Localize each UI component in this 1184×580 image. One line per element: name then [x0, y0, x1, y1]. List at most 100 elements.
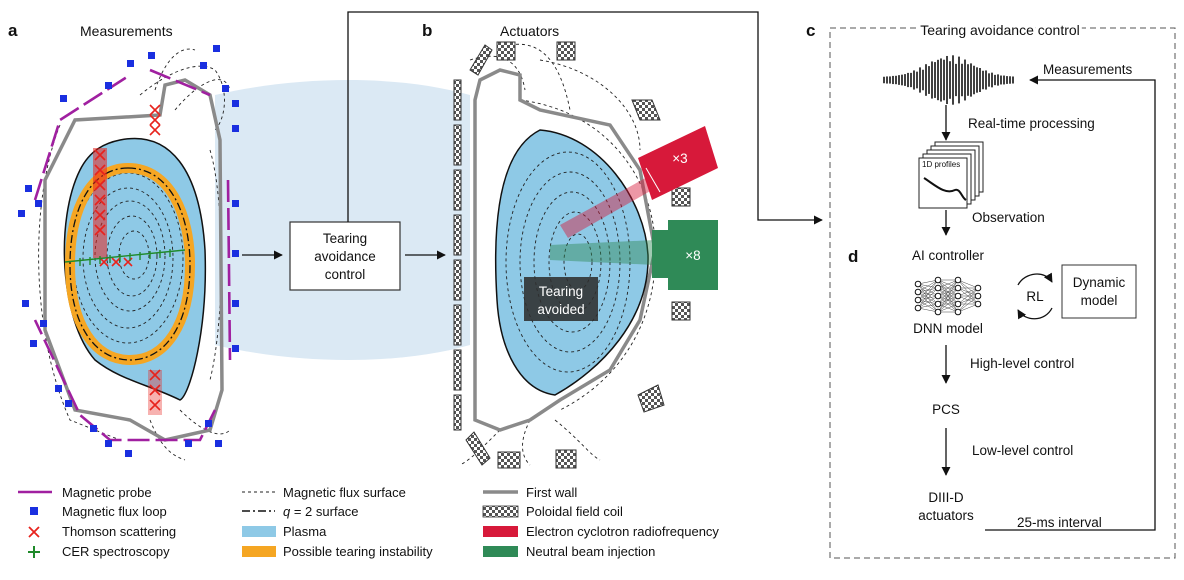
nn-node — [934, 300, 942, 308]
legend-plasma: Plasma — [283, 524, 327, 539]
panel-b-coil-stack — [453, 79, 462, 431]
nn-edge — [937, 279, 959, 305]
nn-edge — [957, 287, 979, 313]
middle-box-line1: Tearing — [323, 231, 367, 246]
middle-control-box — [289, 221, 401, 291]
nn-node — [974, 300, 982, 308]
legend-coil-swatch — [482, 505, 519, 518]
nn-edge — [917, 303, 939, 309]
nn-edge — [937, 287, 959, 313]
nn-edge — [937, 295, 959, 313]
nn-edge — [917, 279, 939, 285]
legend-wall: First wall — [526, 485, 577, 500]
panel-a-title: Measurements — [80, 23, 173, 39]
panel-d-letter: d — [848, 247, 858, 266]
panel-a-letter: a — [8, 21, 18, 40]
legend-fluxloop: Magnetic flux loop — [62, 504, 167, 519]
nn-node — [914, 296, 922, 304]
legend-ecrf: Electron cyclotron radiofrequency — [526, 524, 719, 539]
dynamic-model-box — [1061, 264, 1137, 319]
nn-node — [934, 284, 942, 292]
arrow-to-panel-c — [347, 11, 823, 225]
nn-node — [974, 292, 982, 300]
ai-controller-label: AI controller — [912, 248, 985, 263]
nbi-count: ×8 — [685, 248, 700, 263]
panel-b-letter: b — [422, 21, 432, 40]
nn-edge — [917, 287, 939, 309]
legend-ecrf-swatch — [483, 526, 518, 537]
realtime-label: Real-time processing — [968, 116, 1095, 131]
legend-coil: Poloidal field coil — [526, 504, 623, 519]
legend-nbi-swatch — [483, 546, 518, 557]
panel-a-cer — [64, 249, 186, 266]
panel-a-flux-loops — [18, 45, 239, 457]
nn-node — [934, 292, 942, 300]
panel-c-title: Tearing avoidance control — [920, 22, 1080, 38]
nn-edge — [917, 279, 939, 293]
legend-flux-surface: Magnetic flux surface — [283, 485, 406, 500]
ecrf-count: ×3 — [672, 151, 687, 166]
nn-edge — [937, 303, 959, 313]
measurement-waveform — [883, 55, 1014, 105]
panel-c-letter: c — [806, 21, 815, 40]
low-level-label: Low-level control — [972, 443, 1073, 458]
profiles-label: 1D profiles — [922, 160, 960, 169]
feedback-loop — [985, 79, 1156, 531]
panel-b-ecrf-beam — [560, 170, 666, 238]
nn-edge — [917, 307, 939, 313]
middle-box-line3: control — [325, 267, 366, 282]
nn-node — [954, 308, 962, 316]
panel-a-first-wall — [43, 78, 224, 442]
panel-b-flux-inner — [505, 151, 631, 373]
legend: Magnetic probe Magnetic flux loop Thomso… — [18, 485, 719, 559]
panel-a: a Measurements — [8, 21, 239, 461]
panel-c: c Tearing avoidance control Measurements… — [806, 19, 1176, 559]
legend-q2: q = 2 surface — [283, 504, 359, 519]
nn-node — [914, 280, 922, 288]
profile-stack: 1D profiles — [918, 141, 984, 209]
dynamic-model-line1: Dynamic — [1073, 275, 1126, 290]
nn-edge — [937, 279, 959, 289]
legend-tearing-swatch — [242, 546, 276, 557]
neural-network-icon — [914, 276, 982, 316]
legend-thomson-swatch — [28, 526, 40, 538]
nn-edge — [957, 295, 979, 313]
nn-node — [914, 304, 922, 312]
pcs-label: PCS — [932, 402, 960, 417]
high-level-label: High-level control — [970, 356, 1074, 371]
nn-edge — [957, 287, 979, 305]
rl-label: RL — [1026, 289, 1044, 304]
dynamic-model-line2: model — [1081, 293, 1118, 308]
legend-probe: Magnetic probe — [62, 485, 152, 500]
actuators-line2: actuators — [918, 508, 974, 523]
panel-b-pf-coils — [465, 41, 691, 469]
panel-b-plasma — [494, 129, 649, 396]
rl-arrow-bottom — [1017, 307, 1053, 320]
nn-node — [954, 276, 962, 284]
nn-edge — [957, 287, 979, 297]
observation-label: Observation — [972, 210, 1045, 225]
nn-node — [974, 284, 982, 292]
panel-a-thomson — [93, 104, 162, 415]
panel-b-nbi-beam — [550, 240, 655, 265]
panel-b-title: Actuators — [500, 23, 559, 39]
nn-edge — [957, 279, 979, 289]
nn-edge — [957, 303, 979, 313]
tearing-avoided-line2: avoided — [537, 302, 584, 317]
legend-fluxloop-swatch — [30, 507, 38, 515]
legend-nbi: Neutral beam injection — [526, 544, 655, 559]
nn-edge — [917, 279, 939, 309]
ecrf-launcher — [638, 126, 718, 200]
nn-node — [934, 308, 942, 316]
nn-node — [954, 284, 962, 292]
interval-label: 25-ms interval — [1017, 515, 1102, 530]
nn-edge — [937, 279, 959, 297]
panel-a-magnetic-probe — [33, 68, 232, 442]
nbi-box — [668, 220, 718, 290]
rl-arrow-top — [1017, 272, 1053, 286]
nn-node — [934, 276, 942, 284]
actuators-line1: DIII-D — [928, 490, 963, 505]
legend-cer: CER spectroscopy — [62, 544, 170, 559]
nn-edge — [937, 279, 959, 313]
nn-edge — [917, 279, 939, 301]
